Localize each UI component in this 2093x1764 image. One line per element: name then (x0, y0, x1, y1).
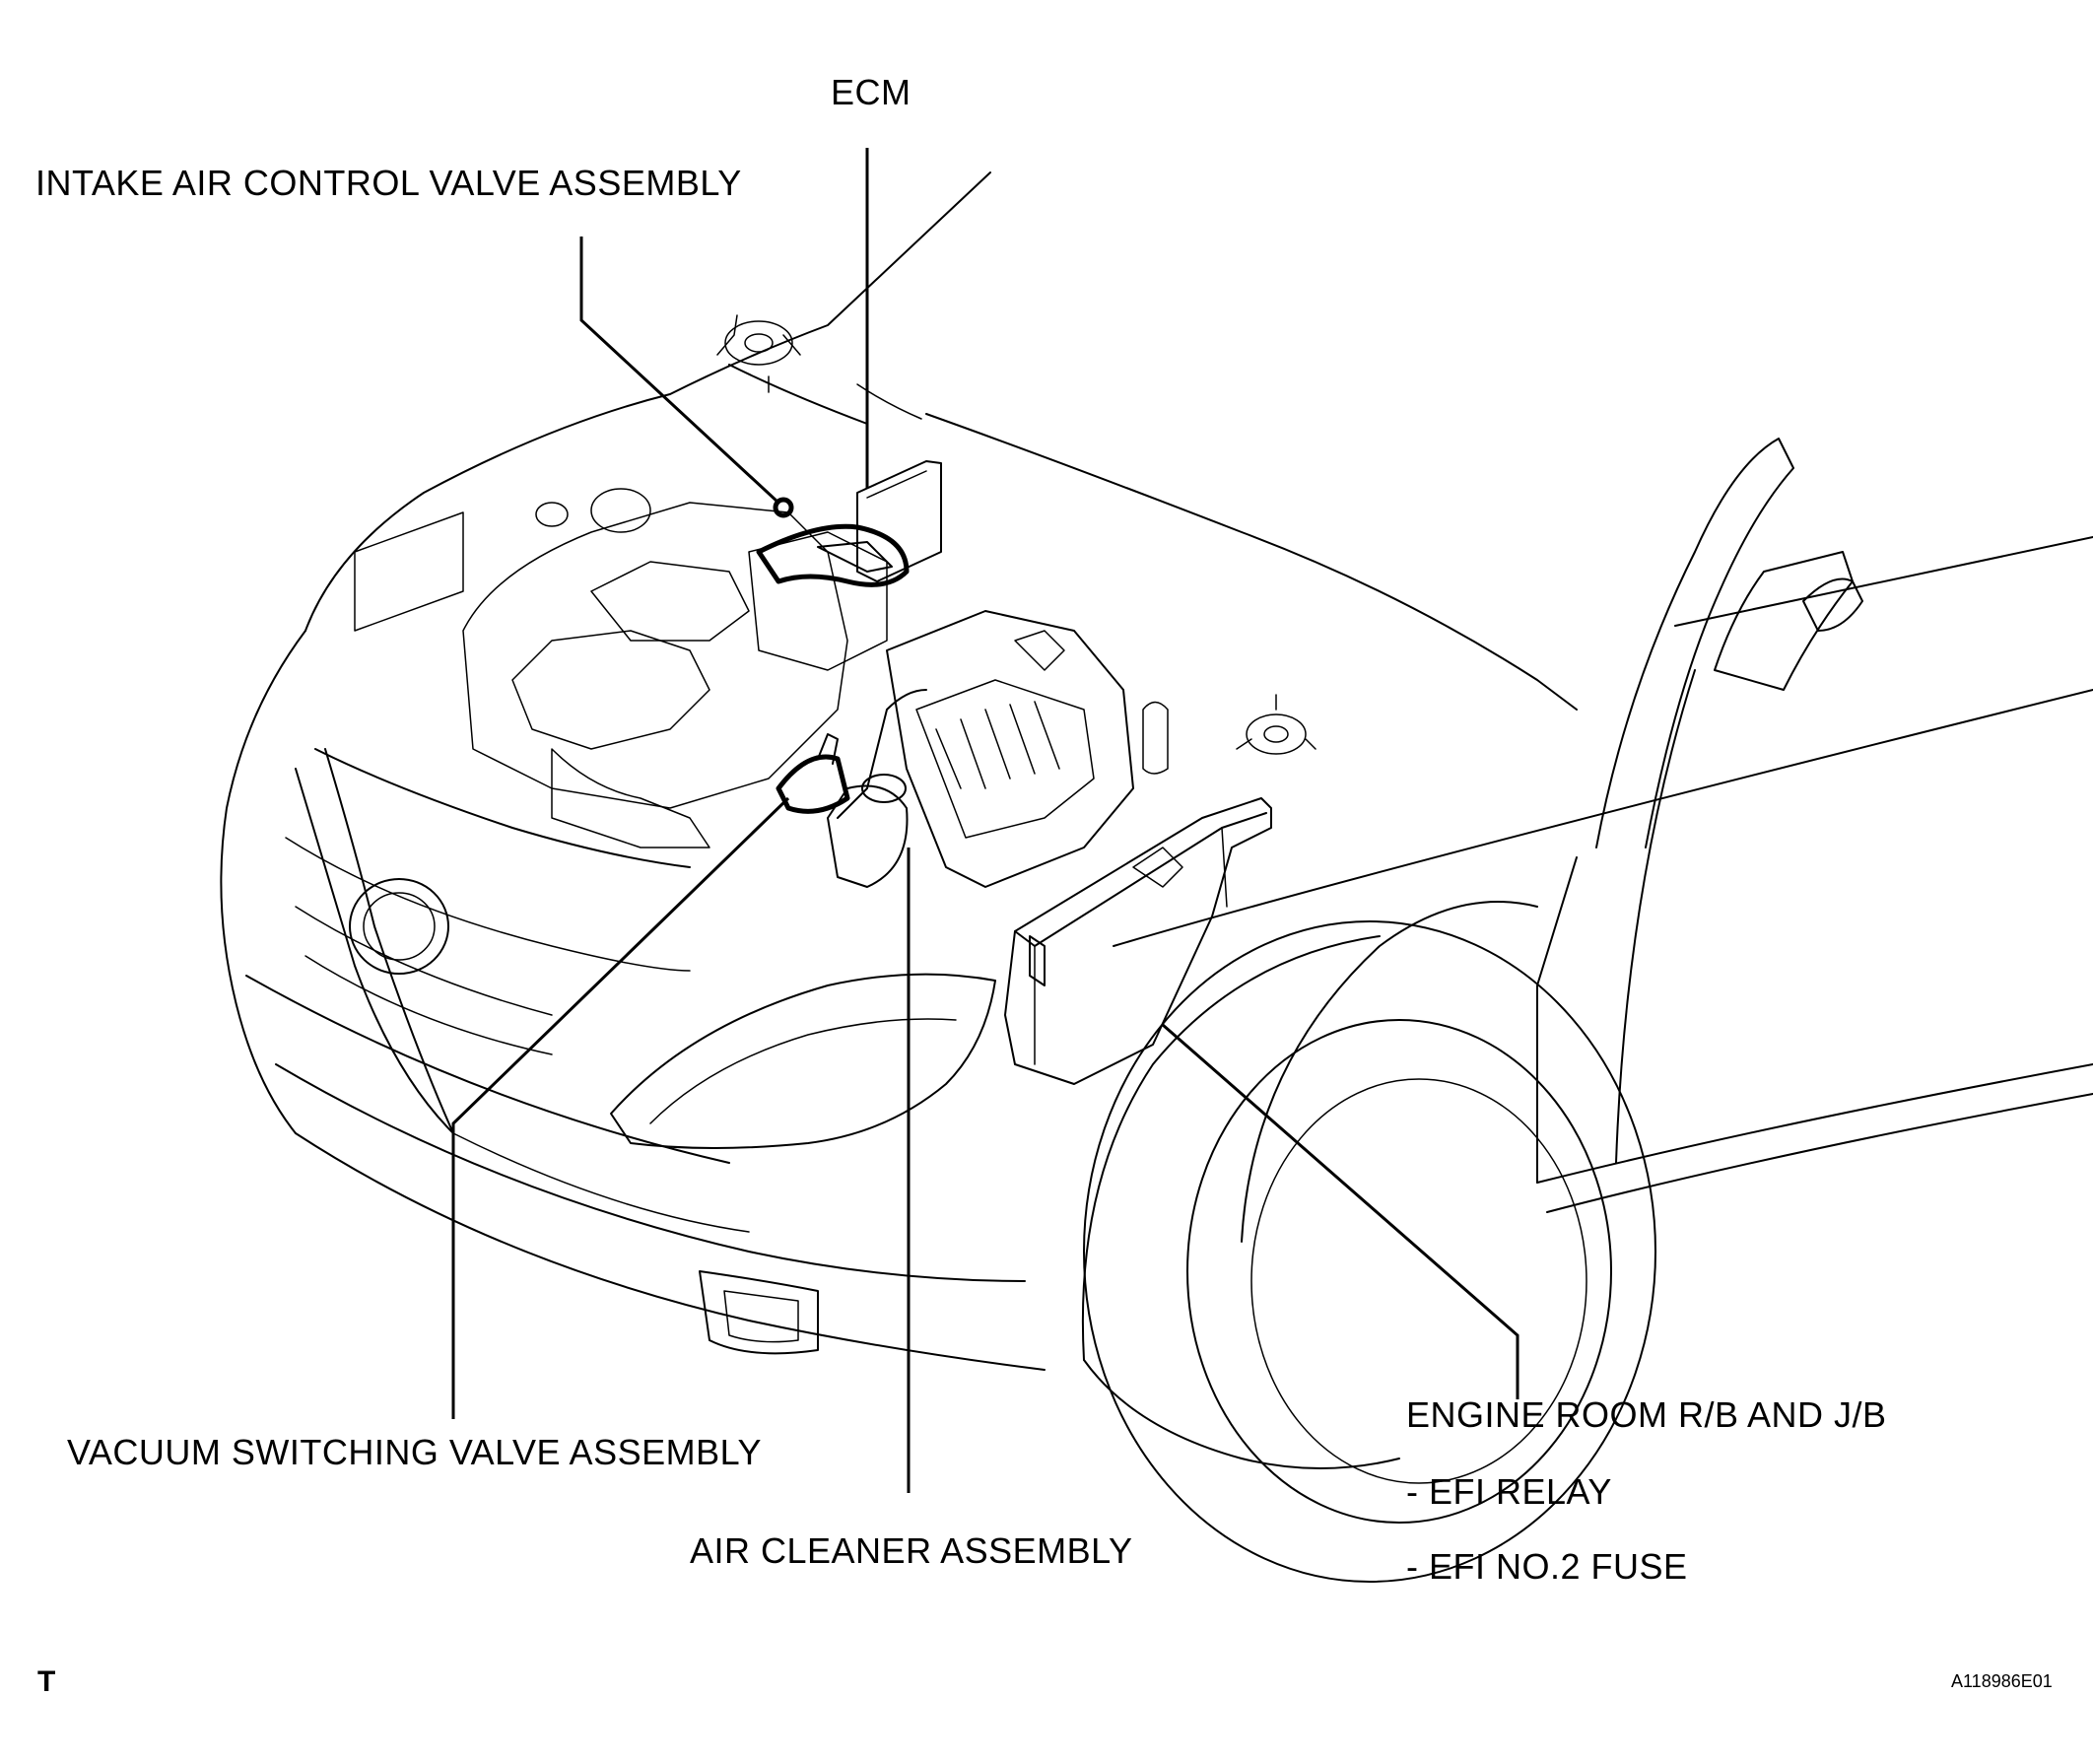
efi-no2-fuse-label: - EFI NO.2 FUSE (1406, 1546, 1688, 1587)
engine-room-relay-block (1004, 797, 1272, 1085)
intake-air-control-valve-label: INTAKE AIR CONTROL VALVE ASSEMBLY (35, 163, 742, 203)
leader-engine-room-rb-jb (1162, 1023, 1519, 1399)
front-wheel (1081, 901, 1656, 1583)
intake-air-control-valve-assembly (756, 497, 910, 587)
ecm-label: ECM (831, 72, 911, 112)
air-cleaner-housing (837, 610, 1134, 888)
grille-emblem (349, 878, 449, 975)
body-side (1113, 669, 2093, 1213)
engine-block (354, 314, 1317, 848)
front-bumper (220, 630, 1046, 1371)
fog-light (699, 1270, 819, 1355)
air-cleaner-label: AIR CLEANER ASSEMBLY (690, 1530, 1133, 1571)
leader-vacuum-switching-valve (451, 796, 790, 1419)
headlight (610, 973, 996, 1149)
vacuum-switching-valve-label: VACUUM SWITCHING VALVE ASSEMBLY (67, 1432, 762, 1472)
windshield-and-roof (1595, 438, 2093, 848)
engine-room-rb-jb-label: ENGINE ROOM R/B AND J/B (1406, 1394, 1887, 1435)
corner-mark: T (37, 1665, 56, 1698)
figure-code: A118986E01 (1951, 1671, 2053, 1691)
vacuum-switching-valve (776, 733, 909, 888)
leader-lines (451, 148, 1519, 1493)
efi-relay-label: - EFI RELAY (1406, 1471, 1612, 1512)
ecm-unit (856, 460, 942, 582)
hood-outline (304, 171, 1578, 711)
leader-intake-air-control-valve (579, 237, 780, 505)
